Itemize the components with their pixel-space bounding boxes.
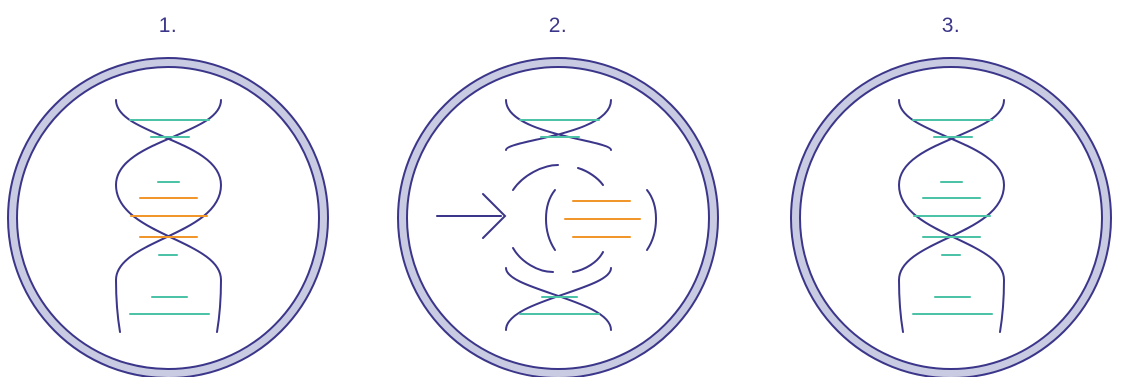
base-pairs <box>912 119 993 315</box>
base-pairs <box>519 119 641 315</box>
panel-3-drawing <box>790 57 1112 377</box>
arrow-head <box>482 193 507 239</box>
panel-1-drawing <box>7 57 329 377</box>
panel-2-drawing <box>397 57 719 377</box>
excised-bracket-right <box>646 189 657 251</box>
gap-arc-upper-left <box>512 164 559 191</box>
dna-strand-left <box>897 99 1006 333</box>
cell-ring <box>790 57 1112 377</box>
dna-strand-right <box>114 99 223 333</box>
gap-arc-lower-left <box>512 247 554 273</box>
dna-strand-upper-right <box>505 99 612 151</box>
cell-ring <box>7 57 329 377</box>
gap-arc-lower-right <box>572 251 604 273</box>
excised-bracket-left <box>545 189 556 251</box>
panel-3-label: 3. <box>941 14 961 37</box>
dna-helix-broken <box>436 99 657 331</box>
panel-3: 3. <box>786 0 1116 377</box>
gap-arc-upper-right <box>577 167 604 186</box>
base-pairs <box>129 119 210 315</box>
panel-2: 2. <box>393 0 723 377</box>
panel-1: 1. <box>3 0 333 377</box>
dna-helix <box>897 99 1006 333</box>
dna-helix <box>114 99 223 333</box>
dna-strand-left <box>114 99 223 333</box>
dna-strand-right <box>897 99 1006 333</box>
panel-1-label: 1. <box>158 14 178 37</box>
cell-ring <box>397 57 719 377</box>
panel-2-label: 2. <box>548 14 568 37</box>
